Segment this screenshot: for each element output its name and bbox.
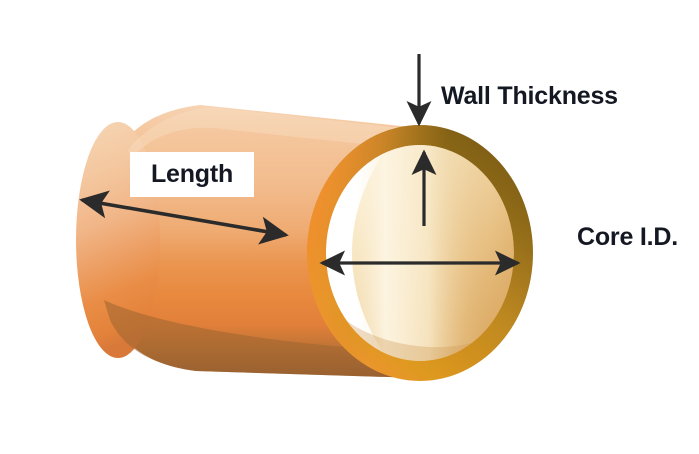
core-id-label: Core I.D. — [577, 223, 678, 251]
length-arrow — [79, 190, 289, 245]
cylinder-ring-face — [307, 125, 533, 381]
bore-inner-shadow — [326, 300, 514, 361]
length-label-box: Length — [130, 152, 254, 197]
annotation-arrows — [79, 54, 521, 276]
cylinder-lower-shadow — [104, 300, 420, 378]
cylinder-top-highlight — [128, 107, 418, 158]
wall-thickness-label: Wall Thickness — [441, 82, 618, 110]
length-label: Length — [150, 160, 234, 188]
bore-light-stripe — [356, 145, 488, 361]
bore-unlit-crescent — [326, 145, 392, 361]
